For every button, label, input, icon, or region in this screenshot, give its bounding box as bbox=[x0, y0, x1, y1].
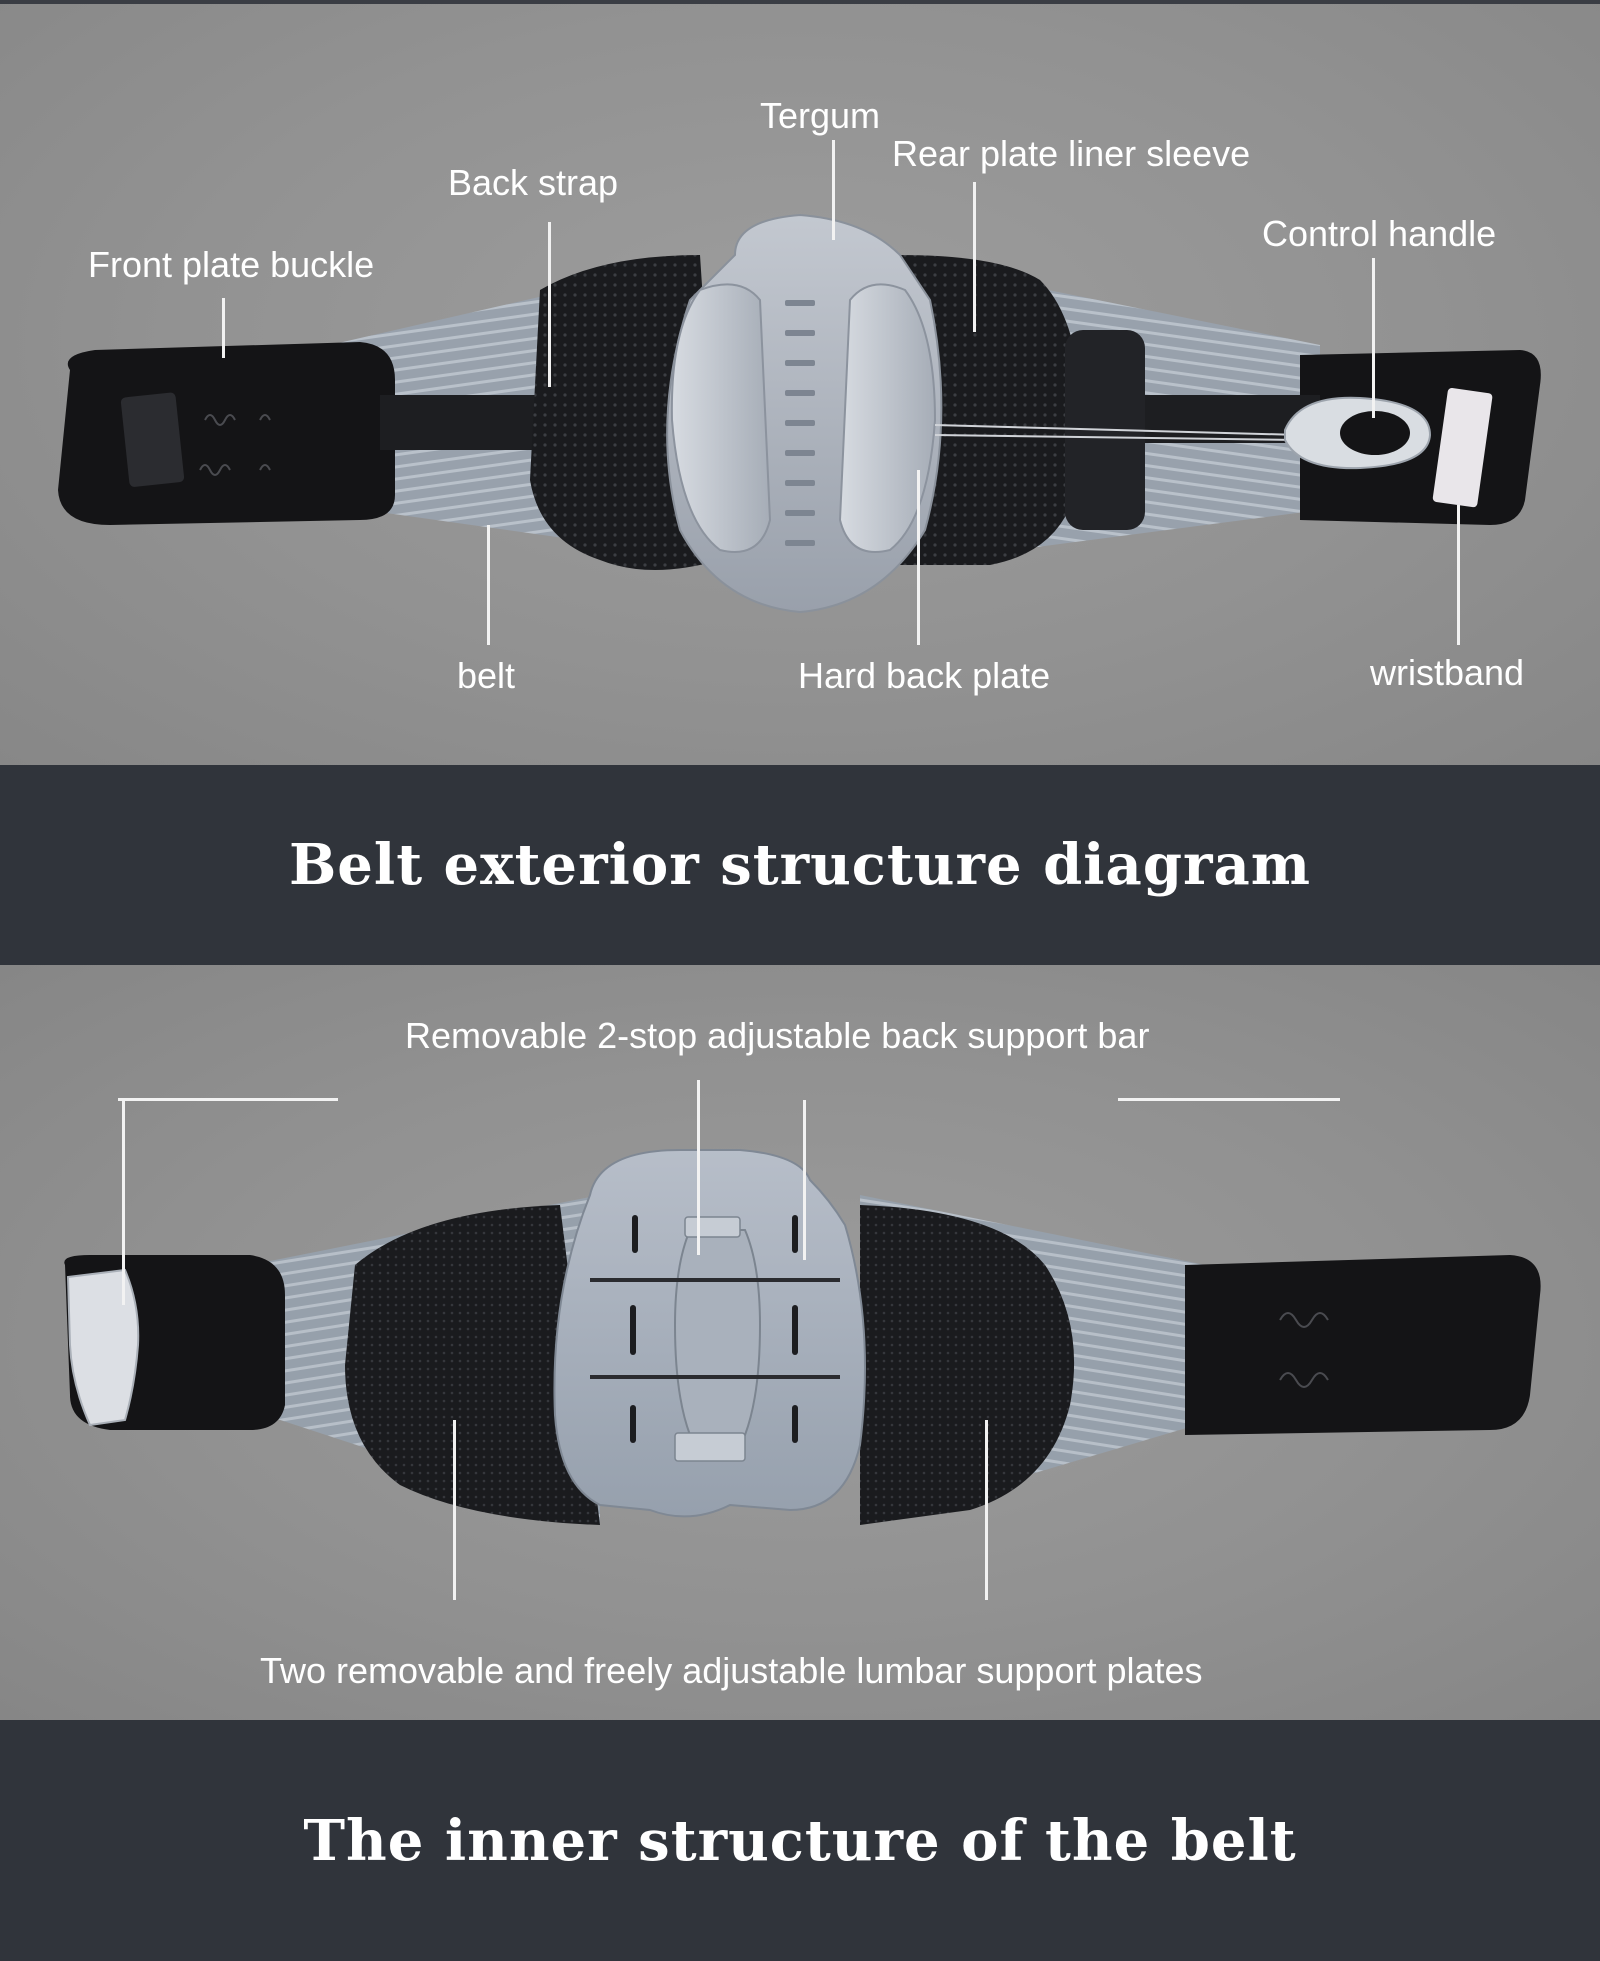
support-bar-clip-top bbox=[684, 1216, 741, 1238]
label-support-bar: Removable 2-stop adjustable back support… bbox=[405, 1015, 1150, 1056]
exterior-diagram-panel: Tergum Back strap Rear plate liner sleev… bbox=[0, 0, 1600, 765]
control-handle-graphic bbox=[1284, 396, 1432, 470]
center-slots bbox=[785, 300, 815, 546]
front-buckle-plate bbox=[66, 1268, 140, 1427]
inner-title: The inner structure of the belt bbox=[303, 1807, 1297, 1874]
logo-stitch-left bbox=[199, 414, 271, 476]
leader-tergum bbox=[832, 140, 835, 240]
inner-title-band: The inner structure of the belt bbox=[0, 1720, 1600, 1961]
hard-plate-left bbox=[670, 283, 772, 553]
support-bar bbox=[673, 1229, 762, 1436]
end-panel-right bbox=[1185, 1255, 1541, 1435]
lumbar-pad-right bbox=[860, 1205, 1075, 1525]
top-border bbox=[0, 0, 1600, 4]
leader-control-handle bbox=[1372, 258, 1375, 418]
leader-wristband bbox=[1457, 505, 1460, 645]
label-back-strap: Back strap bbox=[448, 162, 619, 203]
buckle-patch bbox=[120, 392, 185, 487]
exterior-title: Belt exterior structure diagram bbox=[288, 832, 1312, 898]
plate-slots bbox=[630, 1215, 798, 1443]
exterior-title-band: Belt exterior structure diagram bbox=[0, 765, 1600, 965]
label-control-handle: Control handle bbox=[1262, 213, 1497, 254]
support-bar-clip-bottom bbox=[674, 1432, 746, 1462]
leader-belt bbox=[487, 525, 490, 645]
leader-front-buckle-vertical bbox=[122, 1100, 125, 1305]
label-lumbar-plates: Two removable and freely adjustable lumb… bbox=[260, 1650, 1203, 1691]
label-front-plate-buckle: Front plate buckle bbox=[88, 244, 375, 285]
belt-exterior-illustration bbox=[58, 213, 1541, 614]
leader-support-bar-left bbox=[697, 1080, 700, 1255]
inner-diagram-panel: Removable 2-stop adjustable back support… bbox=[0, 965, 1600, 1720]
front-panel-left bbox=[58, 342, 395, 525]
hard-plate-right bbox=[838, 283, 937, 553]
logo-stitch-right bbox=[1279, 1312, 1329, 1388]
leader-lumbar-right bbox=[985, 1420, 988, 1600]
leader-lumbar-left bbox=[453, 1420, 456, 1600]
label-hard-back-plate: Hard back plate bbox=[798, 655, 1051, 696]
label-rear-plate-liner-sleeve: Rear plate liner sleeve bbox=[892, 133, 1251, 174]
leader-support-bar-right bbox=[803, 1100, 806, 1260]
support-bar-rods bbox=[590, 1278, 840, 1379]
wristband-tag bbox=[1432, 388, 1493, 508]
leader-back-strap bbox=[548, 222, 551, 387]
belt-inner-illustration bbox=[64, 1149, 1541, 1525]
leader-rear-plate-liner-sleeve bbox=[973, 182, 976, 332]
lumbar-pad-left bbox=[345, 1205, 600, 1525]
label-tergum: Tergum bbox=[760, 95, 881, 136]
label-belt: belt bbox=[457, 655, 516, 696]
leader-hard-back-plate bbox=[917, 470, 920, 645]
pad-right bbox=[900, 255, 1082, 565]
pull-cords bbox=[934, 424, 1301, 441]
leader-right-horizontal bbox=[1118, 1098, 1340, 1101]
leader-front-plate-buckle bbox=[222, 298, 225, 358]
leader-front-buckle-horizontal bbox=[118, 1098, 338, 1101]
label-wristband: wristband bbox=[1370, 652, 1525, 693]
